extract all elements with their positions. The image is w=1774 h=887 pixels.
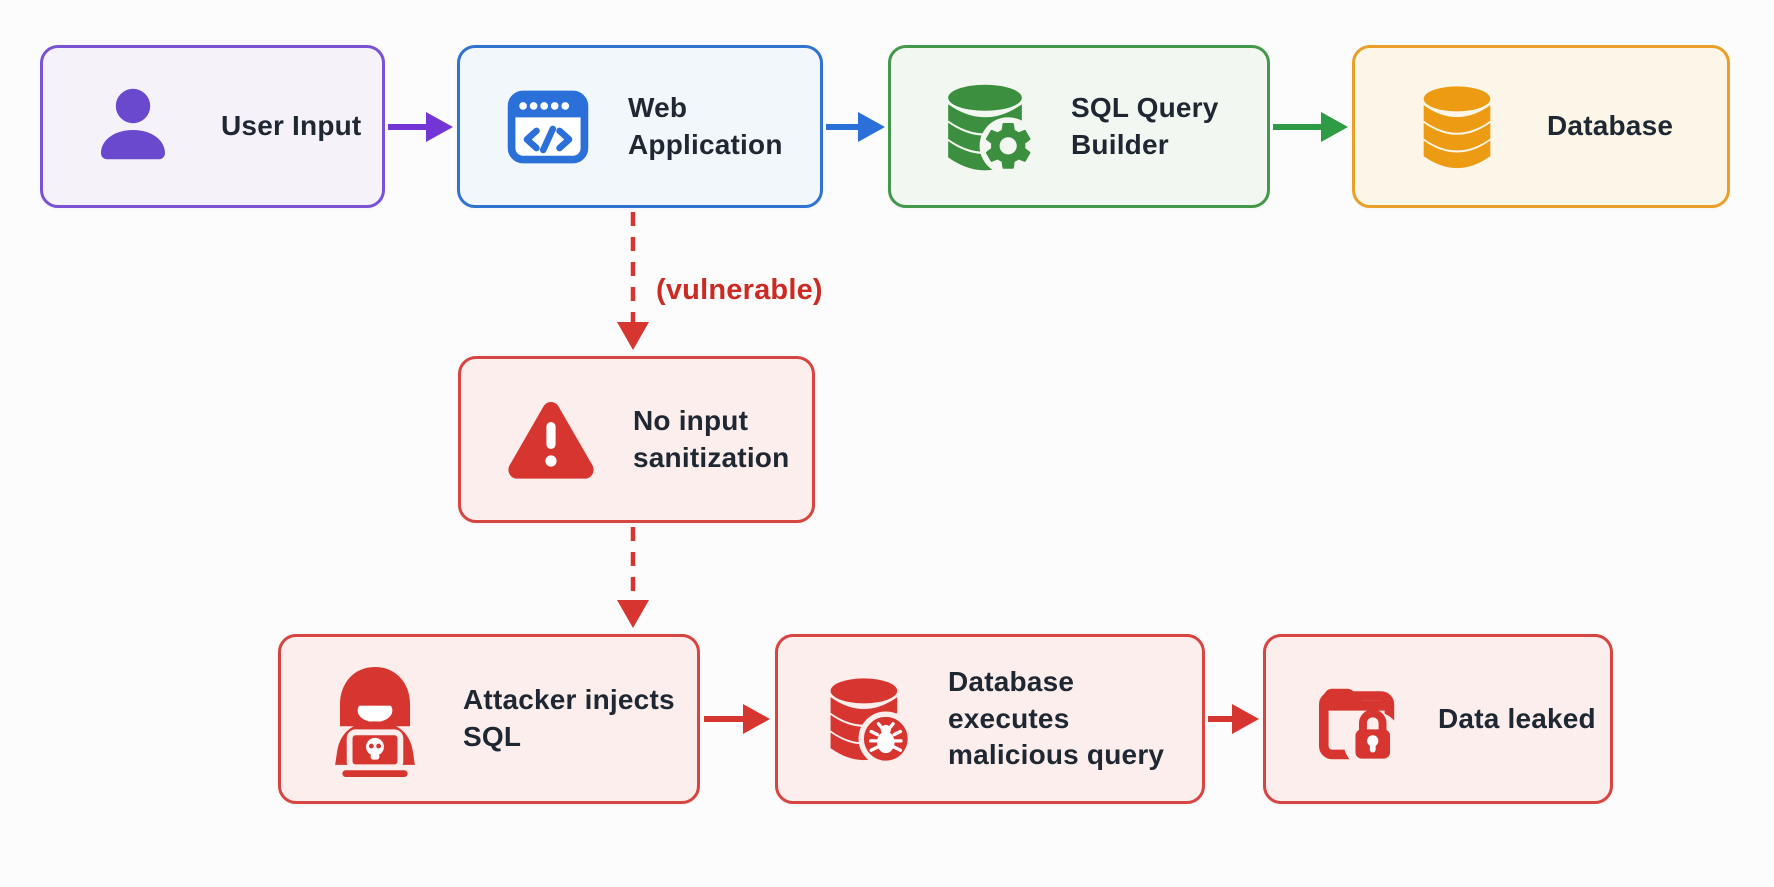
database-bug-icon <box>830 678 914 767</box>
node-database: Database <box>1352 45 1730 208</box>
arrow-user-to-webapp <box>388 112 453 142</box>
node-label: No input sanitization <box>633 404 790 473</box>
browser-code-icon <box>507 90 589 163</box>
user-icon <box>101 88 165 159</box>
warning-triangle-icon <box>508 401 594 479</box>
node-label: SQL Query Builder <box>1071 91 1219 160</box>
arrow-noinput-to-attacker <box>617 527 649 628</box>
arrow-sqlbuilder-to-database <box>1273 112 1348 142</box>
database-gear-icon <box>948 84 1037 174</box>
arrow-webapp-to-sqlbuilder <box>826 112 885 142</box>
arrow-dbexec-to-leak <box>1208 704 1259 734</box>
node-no-input-sanitization: No input sanitization <box>458 356 815 523</box>
arrow-attacker-to-dbexec <box>704 704 770 734</box>
node-label: User Input <box>221 110 362 142</box>
node-label: Web Application <box>628 91 783 160</box>
node-user-input: User Input <box>40 45 385 208</box>
node-sql-query-builder: SQL Query Builder <box>888 45 1270 208</box>
vulnerable-annotation: (vulnerable) <box>656 274 823 306</box>
arrow-webapp-to-noinput <box>617 212 649 350</box>
node-label: Database executes malicious query <box>948 665 1165 771</box>
node-label: Data leaked <box>1438 702 1596 734</box>
database-icon <box>1423 85 1491 168</box>
node-label: Database <box>1547 110 1674 142</box>
node-data-leaked: Data leaked <box>1263 634 1613 804</box>
node-database-executes-malicious-query: Database executes malicious query <box>775 634 1205 804</box>
node-label: Attacker injects SQL <box>463 684 675 752</box>
node-web-application: Web Application <box>457 45 823 208</box>
node-attacker-injects-sql: Attacker injects SQL <box>278 634 700 804</box>
folder-lock-icon <box>1319 688 1403 769</box>
hacker-laptop-icon <box>335 667 415 777</box>
